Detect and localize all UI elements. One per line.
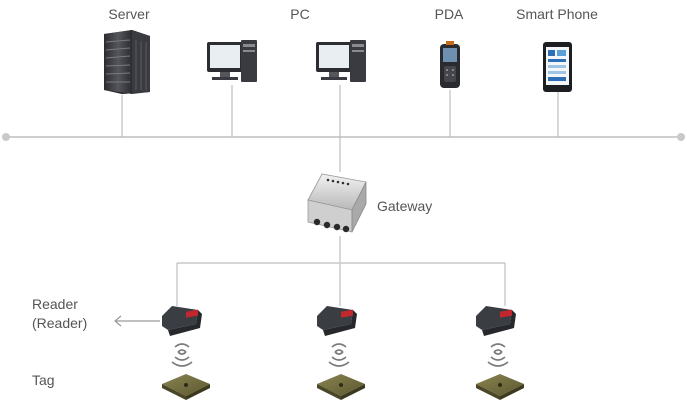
label-pda: PDA (434, 6, 464, 22)
tag-icon-2 (317, 374, 365, 400)
reader-icon-3 (476, 306, 516, 336)
tag-icon-3 (476, 374, 524, 400)
radio-wave-icon-1 (171, 343, 193, 367)
pc-icon-2 (316, 40, 366, 82)
gateway-icon (307, 173, 367, 233)
radio-wave-icon-3 (487, 343, 509, 367)
reader-icon-1 (162, 306, 202, 336)
reader-icon-2 (317, 306, 357, 336)
label-pc: PC (290, 6, 310, 22)
label-tag: Tag (32, 372, 55, 388)
pc-icon-1 (207, 40, 257, 82)
radio-wave-icon-2 (328, 343, 350, 367)
label-reader-sub: (Reader) (32, 315, 88, 331)
network-bus (2, 133, 685, 141)
device-connectors (121, 85, 559, 306)
tag-icon-1 (162, 374, 210, 400)
bus-endpoint-right (677, 133, 685, 141)
pda-icon (440, 41, 460, 88)
server-icon (104, 30, 150, 94)
label-gateway: Gateway (377, 198, 433, 214)
bus-endpoint-left (2, 133, 10, 141)
reader-callout-arrow (114, 315, 160, 327)
label-smart-phone: Smart Phone (516, 6, 598, 22)
label-server: Server (108, 6, 150, 22)
label-reader: Reader (32, 296, 78, 312)
smart-phone-icon (543, 42, 572, 92)
